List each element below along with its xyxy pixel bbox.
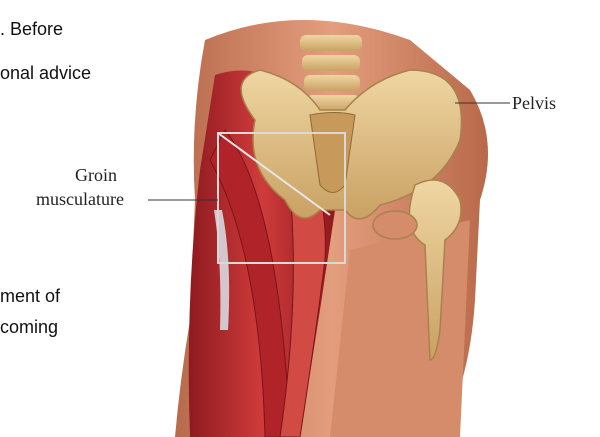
page-text-line-2: onal advice — [0, 62, 91, 84]
obturator-foramen — [373, 211, 417, 239]
groin-label-line-2: musculature — [36, 188, 124, 210]
page-text-line-3: ment of — [0, 285, 60, 307]
pelvis-label: Pelvis — [512, 92, 556, 114]
right-thigh-skin — [330, 220, 470, 437]
page-text-line-4: coming — [0, 316, 58, 338]
groin-label-line-1: Groin — [75, 164, 117, 186]
page-text-line-1: . Before — [0, 18, 63, 40]
